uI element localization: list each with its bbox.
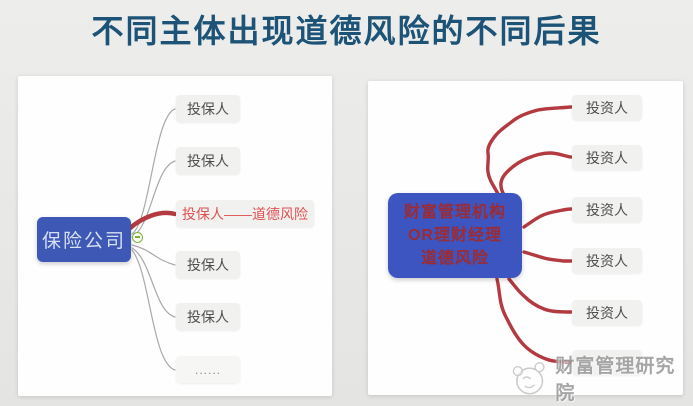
- moral-hazard-branch-line: [522, 250, 573, 263]
- institute-logo-icon: [512, 362, 545, 395]
- root-label-line: 财富管理机构: [403, 204, 506, 221]
- child-node-policyholder[interactable]: 投保人: [176, 303, 240, 330]
- root-node-wealth-management[interactable]: 财富管理机构 OR理财经理 道德风险: [388, 193, 522, 278]
- branch-line: [131, 160, 176, 238]
- root-label-line: OR理财经理: [407, 227, 502, 244]
- child-node-investor[interactable]: 投资人: [572, 300, 642, 325]
- branch-line: [131, 249, 176, 371]
- child-node-investor[interactable]: 投资人: [572, 95, 642, 120]
- child-node-investor[interactable]: 投资人: [572, 145, 642, 170]
- branch-line: [131, 247, 176, 318]
- branch-line: [131, 244, 176, 266]
- page-title: 不同主体出现道德风险的不同后果: [91, 13, 602, 49]
- moral-hazard-branch-line: [486, 105, 573, 196]
- child-node-policyholder-moral-hazard[interactable]: 投保人——道德风险: [176, 200, 314, 227]
- moral-hazard-branch-line: [495, 277, 573, 364]
- collapse-minus-icon[interactable]: [132, 232, 143, 243]
- watermark-text: 财富管理研究院: [555, 356, 676, 404]
- watermark: 财富管理研究院: [509, 351, 693, 405]
- child-node-ellipsis[interactable]: ......: [176, 356, 240, 383]
- moral-hazard-branch-line: [499, 151, 573, 197]
- insurance-mindmap-panel: 保险公司 投保人 投保人 投保人——道德风险 投保人 投保人 ......: [18, 76, 332, 396]
- root-label-line: 道德风险: [420, 250, 489, 267]
- child-node-investor[interactable]: 投资人: [572, 248, 642, 273]
- child-node-investor[interactable]: 投资人: [572, 197, 642, 222]
- child-node-investor[interactable]: [572, 350, 642, 375]
- root-node-insurance-company[interactable]: 保险公司: [37, 217, 131, 262]
- child-node-policyholder[interactable]: 投保人: [176, 147, 240, 174]
- branch-line: [131, 108, 176, 235]
- wealth-mindmap-panel: 财富管理机构 OR理财经理 道德风险 投资人 投资人 投资人 投资人 投资人: [368, 81, 683, 395]
- child-node-policyholder[interactable]: 投保人: [176, 95, 240, 122]
- child-node-policyholder[interactable]: 投保人: [176, 251, 240, 278]
- moral-hazard-branch-line: [507, 277, 573, 314]
- moral-hazard-branch-line: [127, 210, 178, 231]
- moral-hazard-branch-line: [522, 207, 573, 229]
